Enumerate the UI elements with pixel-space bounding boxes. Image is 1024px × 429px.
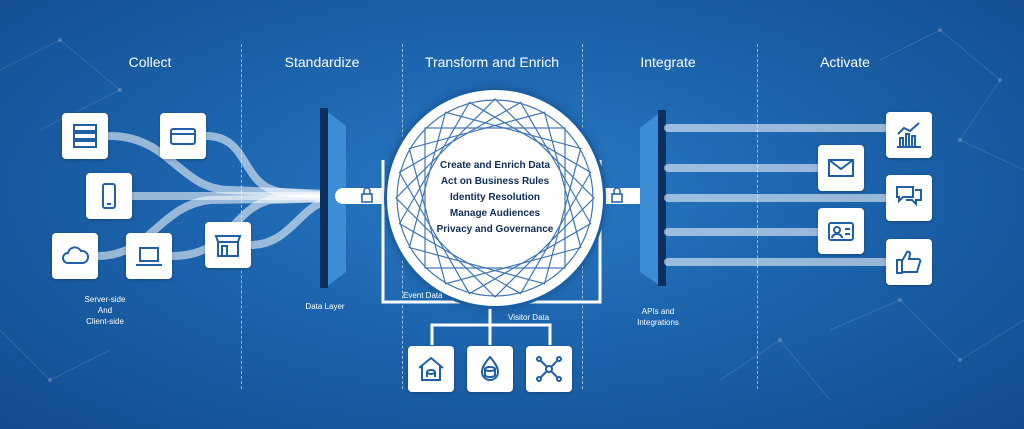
data-warehouse-icon: [418, 356, 444, 381]
chart-tile: [886, 112, 932, 158]
stage-title-collect: Collect: [128, 54, 172, 70]
laptop-icon: [136, 247, 162, 266]
divider: [757, 44, 758, 389]
core-item: Act on Business Rules: [440, 176, 550, 187]
server-client-label: Server-side And Client-side: [70, 294, 140, 327]
network-tile: [526, 346, 572, 392]
label-line: And: [97, 306, 113, 315]
stage-title-transform: Transform and Enrich: [424, 54, 560, 70]
apis-label: APIs and Integrations: [628, 306, 688, 328]
stage-title-activate: Activate: [820, 54, 870, 70]
id-card-tile: [818, 208, 864, 254]
lock-icon: [361, 187, 373, 203]
stage-title-integrate: Integrate: [640, 54, 696, 70]
server-tile: [62, 113, 108, 159]
core-capabilities: Create and Enrich Data Act on Business R…: [391, 158, 599, 238]
mail-icon: [828, 159, 854, 177]
data-layer-label: Data Layer: [305, 302, 345, 311]
thumbs-up-tile: [886, 239, 932, 285]
database-icon: [480, 355, 500, 381]
core-item: Identity Resolution: [450, 192, 540, 203]
chat-tile: [886, 175, 932, 221]
cloud-tile: [52, 233, 98, 279]
mobile-phone-icon: [102, 183, 116, 209]
thumbs-up-icon: [896, 250, 922, 274]
label-line: Server-side: [84, 295, 126, 304]
mobile-tile: [86, 173, 132, 219]
lock-icon: [611, 187, 623, 203]
transform-core: Create and Enrich Data Act on Business R…: [387, 90, 603, 306]
network-icon: [536, 356, 562, 382]
credit-card-tile: [160, 113, 206, 159]
label-line: Integrations: [637, 318, 679, 327]
laptop-tile: [126, 233, 172, 279]
credit-card-icon: [170, 128, 196, 145]
visitor-data-label: Visitor Data: [508, 313, 550, 322]
storefront-tile: [205, 222, 251, 268]
spirograph-decoration: [395, 98, 595, 298]
cloud-icon: [62, 246, 90, 264]
event-data-label: Event Data: [403, 291, 443, 300]
storefront-icon: [214, 235, 242, 257]
data-warehouse-tile: [408, 346, 454, 392]
core-item: Create and Enrich Data: [439, 160, 551, 171]
core-item: Manage Audiences: [449, 208, 541, 219]
server-icon: [73, 124, 97, 148]
mail-tile: [818, 145, 864, 191]
label-line: APIs and: [641, 307, 675, 316]
database-tile: [467, 346, 513, 392]
label-line: Client-side: [86, 317, 124, 326]
stage-title-standardize: Standardize: [284, 54, 360, 70]
id-card-icon: [828, 222, 854, 241]
chart-icon: [897, 122, 921, 148]
divider: [241, 44, 242, 389]
chat-icon: [896, 186, 922, 207]
core-item: Privacy and Governance: [436, 224, 554, 235]
